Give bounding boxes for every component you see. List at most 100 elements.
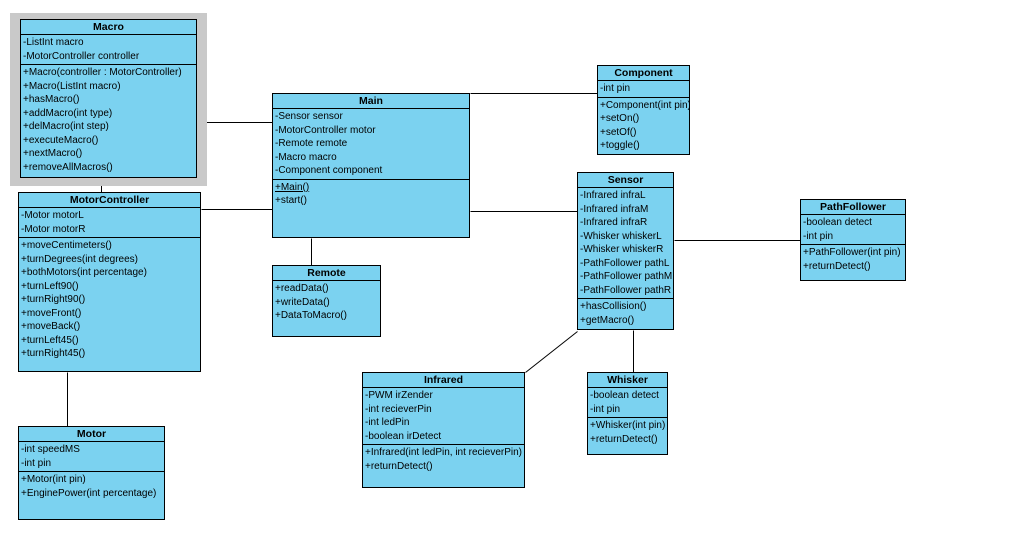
attribute-row: -int pin <box>590 403 621 415</box>
attribute-row: -Whisker whiskerL <box>580 230 662 242</box>
attributes-compartment: -Sensor sensor -MotorController motor -Rem… <box>273 109 469 180</box>
method-row: +turnRight90() <box>21 294 86 305</box>
class-box-infrared[interactable]: Infrared -PWM irZender -int recieverPin -in… <box>362 372 525 488</box>
method-row: +PathFollower(int pin) <box>803 247 901 258</box>
method-row: +Main() <box>275 181 310 193</box>
attribute-row: -int ledPin <box>365 417 410 428</box>
methods-compartment: +readData() +writeData() +DataToMacro() <box>273 281 380 336</box>
attribute-row: -Macro macro <box>275 151 337 163</box>
method-row: +toggle() <box>600 140 640 151</box>
class-title-remote: Remote <box>273 266 380 281</box>
methods-compartment: +Whisker(int pin) +returnDetect() <box>588 418 667 454</box>
attributes-compartment: -int pin <box>598 81 689 98</box>
attribute-row: -boolean detect <box>590 390 659 401</box>
attributes-compartment: -boolean detect -int pin <box>588 388 667 418</box>
attribute-row: -Remote remote <box>275 138 348 149</box>
method-row: +Whisker(int pin) <box>590 420 666 431</box>
method-row: +removeAllMacros() <box>23 161 113 173</box>
method-row: +setOf() <box>600 126 637 138</box>
methods-compartment: +Macro(controller : MotorController) +Mac… <box>21 65 196 177</box>
attribute-row: -MotorController motor <box>275 124 376 136</box>
method-row: +addMacro(int type) <box>23 107 113 119</box>
attribute-row: -int pin <box>21 457 52 469</box>
method-row: +Macro(ListInt macro) <box>23 80 121 92</box>
methods-compartment: +Main() +start() <box>273 180 469 238</box>
method-row: +turnDegrees(int degrees) <box>21 253 139 265</box>
attributes-compartment: -Motor motorL -Motor motorR <box>19 208 200 238</box>
attributes-compartment: -PWM irZender -int recieverPin -int ledPin… <box>363 388 524 445</box>
attributes-compartment: -boolean detect -int pin <box>801 215 905 245</box>
attribute-row: -PWM irZender <box>365 390 433 401</box>
class-box-macro[interactable]: Macro-ListInt macro-MotorController cont… <box>20 19 197 178</box>
attribute-row: -int pin <box>803 230 834 242</box>
methods-compartment: +Motor(int pin)+EnginePower(int percenta… <box>19 472 164 519</box>
class-title-infrared: Infrared <box>363 373 524 388</box>
attribute-row: -Infrared infraR <box>580 217 648 228</box>
methods-compartment: +Infrared(int ledPin, int recieverPin) +r… <box>363 445 524 487</box>
method-row: +turnRight45() <box>21 348 86 359</box>
method-row: +returnDetect() <box>590 433 658 445</box>
methods-compartment: +PathFollower(int pin) +returnDetect() <box>801 245 905 280</box>
methods-compartment: +hasCollision()+getMacro() <box>578 299 673 329</box>
method-row: +turnLeft45() <box>21 334 79 346</box>
attributes-compartment: -int speedMS -int pin <box>19 442 164 472</box>
method-row: +Macro(controller : MotorController) <box>23 67 182 78</box>
method-row: +bothMotors(int percentage) <box>21 267 147 278</box>
class-title-motor: Motor <box>19 427 164 442</box>
method-row: +delMacro(int step) <box>23 121 109 132</box>
class-box-component[interactable]: Component -int pin +Component(int pin) +set… <box>597 65 690 155</box>
methods-compartment: +Component(int pin) +setOn() +setOf() +togg… <box>598 98 689 155</box>
method-row: +returnDetect() <box>365 460 433 472</box>
attribute-row: -boolean detect <box>803 217 872 228</box>
class-box-pathfollower[interactable]: PathFollower -boolean detect -int pin +Path… <box>800 199 906 281</box>
attributes-compartment: -ListInt macro-MotorController controlle… <box>21 35 196 65</box>
class-title-pathfollower: PathFollower <box>801 200 905 215</box>
attributes-compartment: -Infrared infraL -Infrared infraM -Infrare… <box>578 188 673 299</box>
method-row: +executeMacro() <box>23 134 99 146</box>
class-title-component: Component <box>598 66 689 81</box>
class-title-main: Main <box>273 94 469 109</box>
attribute-row: -int recieverPin <box>365 403 432 415</box>
attribute-row: -PathFollower pathM <box>580 271 673 282</box>
method-row: +hasMacro() <box>23 94 80 105</box>
attribute-row: -PathFollower pathR <box>580 284 672 296</box>
method-row: +Infrared(int ledPin, int recieverPin) <box>365 447 523 458</box>
methods-compartment: +moveCentimeters() +turnDegrees(int degre… <box>19 238 200 371</box>
attribute-row: -Motor motorR <box>21 223 86 235</box>
method-row: +hasCollision() <box>580 301 647 312</box>
class-box-remote[interactable]: Remote +readData() +writeData() +DataToMacr… <box>272 265 381 337</box>
method-row: +returnDetect() <box>803 260 871 272</box>
edge-sensor-infrared[interactable] <box>525 331 578 373</box>
class-box-motor[interactable]: Motor -int speedMS -int pin +Motor(int pin)… <box>18 426 165 520</box>
class-box-sensor[interactable]: Sensor-Infrared infraL-Infrared infraM-I… <box>577 172 674 330</box>
method-row: +moveCentimeters() <box>21 240 112 251</box>
attribute-row: -Sensor sensor <box>275 111 343 122</box>
method-row: +readData() <box>275 283 329 294</box>
attribute-row: -Whisker whiskerR <box>580 244 664 255</box>
class-box-motorcontroller[interactable]: MotorController-Motor motorL-Motor motor… <box>18 192 201 372</box>
method-row: +setOn() <box>600 113 640 124</box>
class-title-sensor: Sensor <box>578 173 673 188</box>
attribute-row: -Infrared infraL <box>580 190 646 201</box>
attribute-row: -PathFollower pathL <box>580 257 670 269</box>
class-box-whisker[interactable]: Whisker-boolean detect-int pin+Whisker(i… <box>587 372 668 455</box>
method-row: +DataToMacro() <box>275 310 347 321</box>
attribute-row: -MotorController controller <box>23 50 140 62</box>
class-title-motorcontroller: MotorController <box>19 193 200 208</box>
class-title-macro: Macro <box>21 20 196 35</box>
class-box-main[interactable]: Main -Sensor sensor -MotorController motor… <box>272 93 470 238</box>
attribute-row: -Motor motorL <box>21 210 84 221</box>
method-row: +Component(int pin) <box>600 99 690 111</box>
method-row: +moveFront() <box>21 307 82 319</box>
attribute-row: -int pin <box>600 83 631 94</box>
method-row: +turnLeft90() <box>21 280 79 292</box>
attribute-row: -boolean irDetect <box>365 430 442 442</box>
method-row: +nextMacro() <box>23 148 83 159</box>
attribute-row: -int speedMS <box>21 444 80 455</box>
attribute-row: -Infrared infraM <box>580 203 649 215</box>
method-row: +writeData() <box>275 296 330 308</box>
method-row: +EnginePower(int percentage) <box>21 487 157 499</box>
method-row: +start() <box>275 195 307 206</box>
